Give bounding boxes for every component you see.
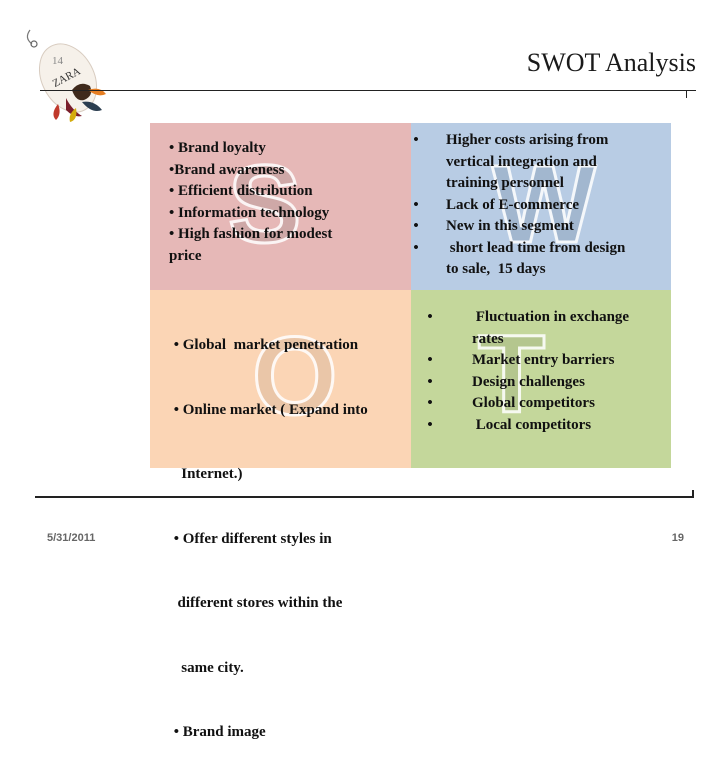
weaknesses-quadrant bbox=[411, 123, 671, 290]
strength-item: • Brand loyalty bbox=[169, 140, 266, 156]
footer-divider-end bbox=[692, 490, 694, 498]
weakness-item: training personnel bbox=[410, 173, 670, 195]
bullet-icon: • bbox=[427, 416, 433, 433]
opportunity-item: • Offer different styles in bbox=[170, 530, 332, 547]
threat-text: Design challenges bbox=[472, 373, 585, 390]
weaknesses-list: • Higher costs arising from vertical inte… bbox=[410, 130, 670, 281]
threat-item: • Local competitors bbox=[412, 415, 672, 437]
threat-text: Market entry barriers bbox=[472, 352, 615, 368]
bullet-icon: • bbox=[427, 373, 433, 390]
footer-page-number: 19 bbox=[671, 532, 684, 544]
strength-item: price bbox=[169, 247, 202, 264]
threats-quadrant bbox=[411, 290, 671, 468]
bullet-icon: • bbox=[413, 218, 419, 234]
opportunities-list: • Global market penetration • Online mar… bbox=[170, 292, 415, 765]
weakness-item: to sale, 15 days bbox=[410, 259, 670, 281]
strengths-list: • Brand loyalty •Brand awareness • Effic… bbox=[169, 138, 409, 267]
zara-hang-tag-logo: ZARA bbox=[26, 29, 106, 122]
threat-text: Global competitors bbox=[472, 395, 595, 411]
threats-list: • Fluctuation in exchange rates • Market … bbox=[412, 307, 672, 436]
weakness-text: Higher costs arising from bbox=[446, 132, 609, 148]
page-title: SWOT Analysis bbox=[526, 48, 696, 77]
threat-text: rates bbox=[472, 330, 504, 347]
opportunity-item: • Brand image bbox=[170, 724, 266, 740]
weakness-item: vertical integration and bbox=[410, 152, 670, 174]
opportunity-item: • Online market ( Expand into bbox=[170, 401, 368, 418]
footer-divider bbox=[35, 496, 693, 498]
weakness-text: short lead time from design bbox=[446, 239, 626, 256]
threat-text: Fluctuation in exchange bbox=[472, 309, 630, 325]
opportunity-item: same city. bbox=[170, 659, 244, 676]
opportunities-letter: O bbox=[251, 315, 340, 438]
bullet-icon: • bbox=[427, 352, 433, 368]
threat-item: rates bbox=[412, 329, 672, 351]
opportunities-quadrant bbox=[150, 290, 411, 468]
opportunity-item: • Global market penetration bbox=[170, 337, 359, 353]
strengths-letter: S bbox=[226, 143, 302, 266]
weakness-text: vertical integration and bbox=[446, 153, 597, 170]
weakness-text: to sale, 15 days bbox=[446, 261, 546, 277]
threat-item: • Market entry barriers bbox=[412, 350, 672, 372]
strength-item: • Information technology bbox=[169, 204, 330, 221]
bullet-icon: • bbox=[427, 395, 433, 411]
opportunity-item: Internet.) bbox=[170, 466, 243, 482]
weaknesses-letter: W bbox=[491, 143, 598, 266]
threat-item: • Fluctuation in exchange bbox=[412, 307, 672, 329]
title-divider-end bbox=[686, 90, 687, 98]
zara-logo: ZARA bbox=[22, 28, 114, 124]
footer-date: 5/31/2011 bbox=[47, 532, 96, 544]
bullet-icon: • bbox=[427, 309, 433, 325]
strength-item: •Brand awareness bbox=[169, 161, 285, 178]
weakness-item: • New in this segment bbox=[410, 216, 670, 238]
threat-item: • Global competitors bbox=[412, 393, 672, 415]
strengths-quadrant bbox=[150, 123, 411, 290]
threat-item: • Design challenges bbox=[412, 372, 672, 394]
weakness-item: • short lead time from design bbox=[410, 238, 670, 260]
weakness-text: training personnel bbox=[446, 175, 564, 191]
opportunity-item: different stores within the bbox=[170, 595, 343, 611]
bullet-icon: • bbox=[413, 196, 419, 213]
slide-number-top: 14 bbox=[52, 55, 63, 67]
threat-text: Local competitors bbox=[472, 416, 592, 433]
weakness-item: • Higher costs arising from bbox=[410, 130, 670, 152]
weakness-text: New in this segment bbox=[446, 218, 574, 234]
strength-item: • High fashion for modest bbox=[169, 226, 333, 242]
title-divider bbox=[40, 90, 696, 91]
weakness-text: Lack of E-commerce bbox=[446, 196, 580, 213]
weakness-item: • Lack of E-commerce bbox=[410, 195, 670, 217]
strength-item: • Efficient distribution bbox=[169, 183, 313, 199]
bullet-icon: • bbox=[413, 239, 419, 256]
threats-letter: T bbox=[476, 313, 546, 436]
bullet-icon: • bbox=[413, 132, 419, 148]
